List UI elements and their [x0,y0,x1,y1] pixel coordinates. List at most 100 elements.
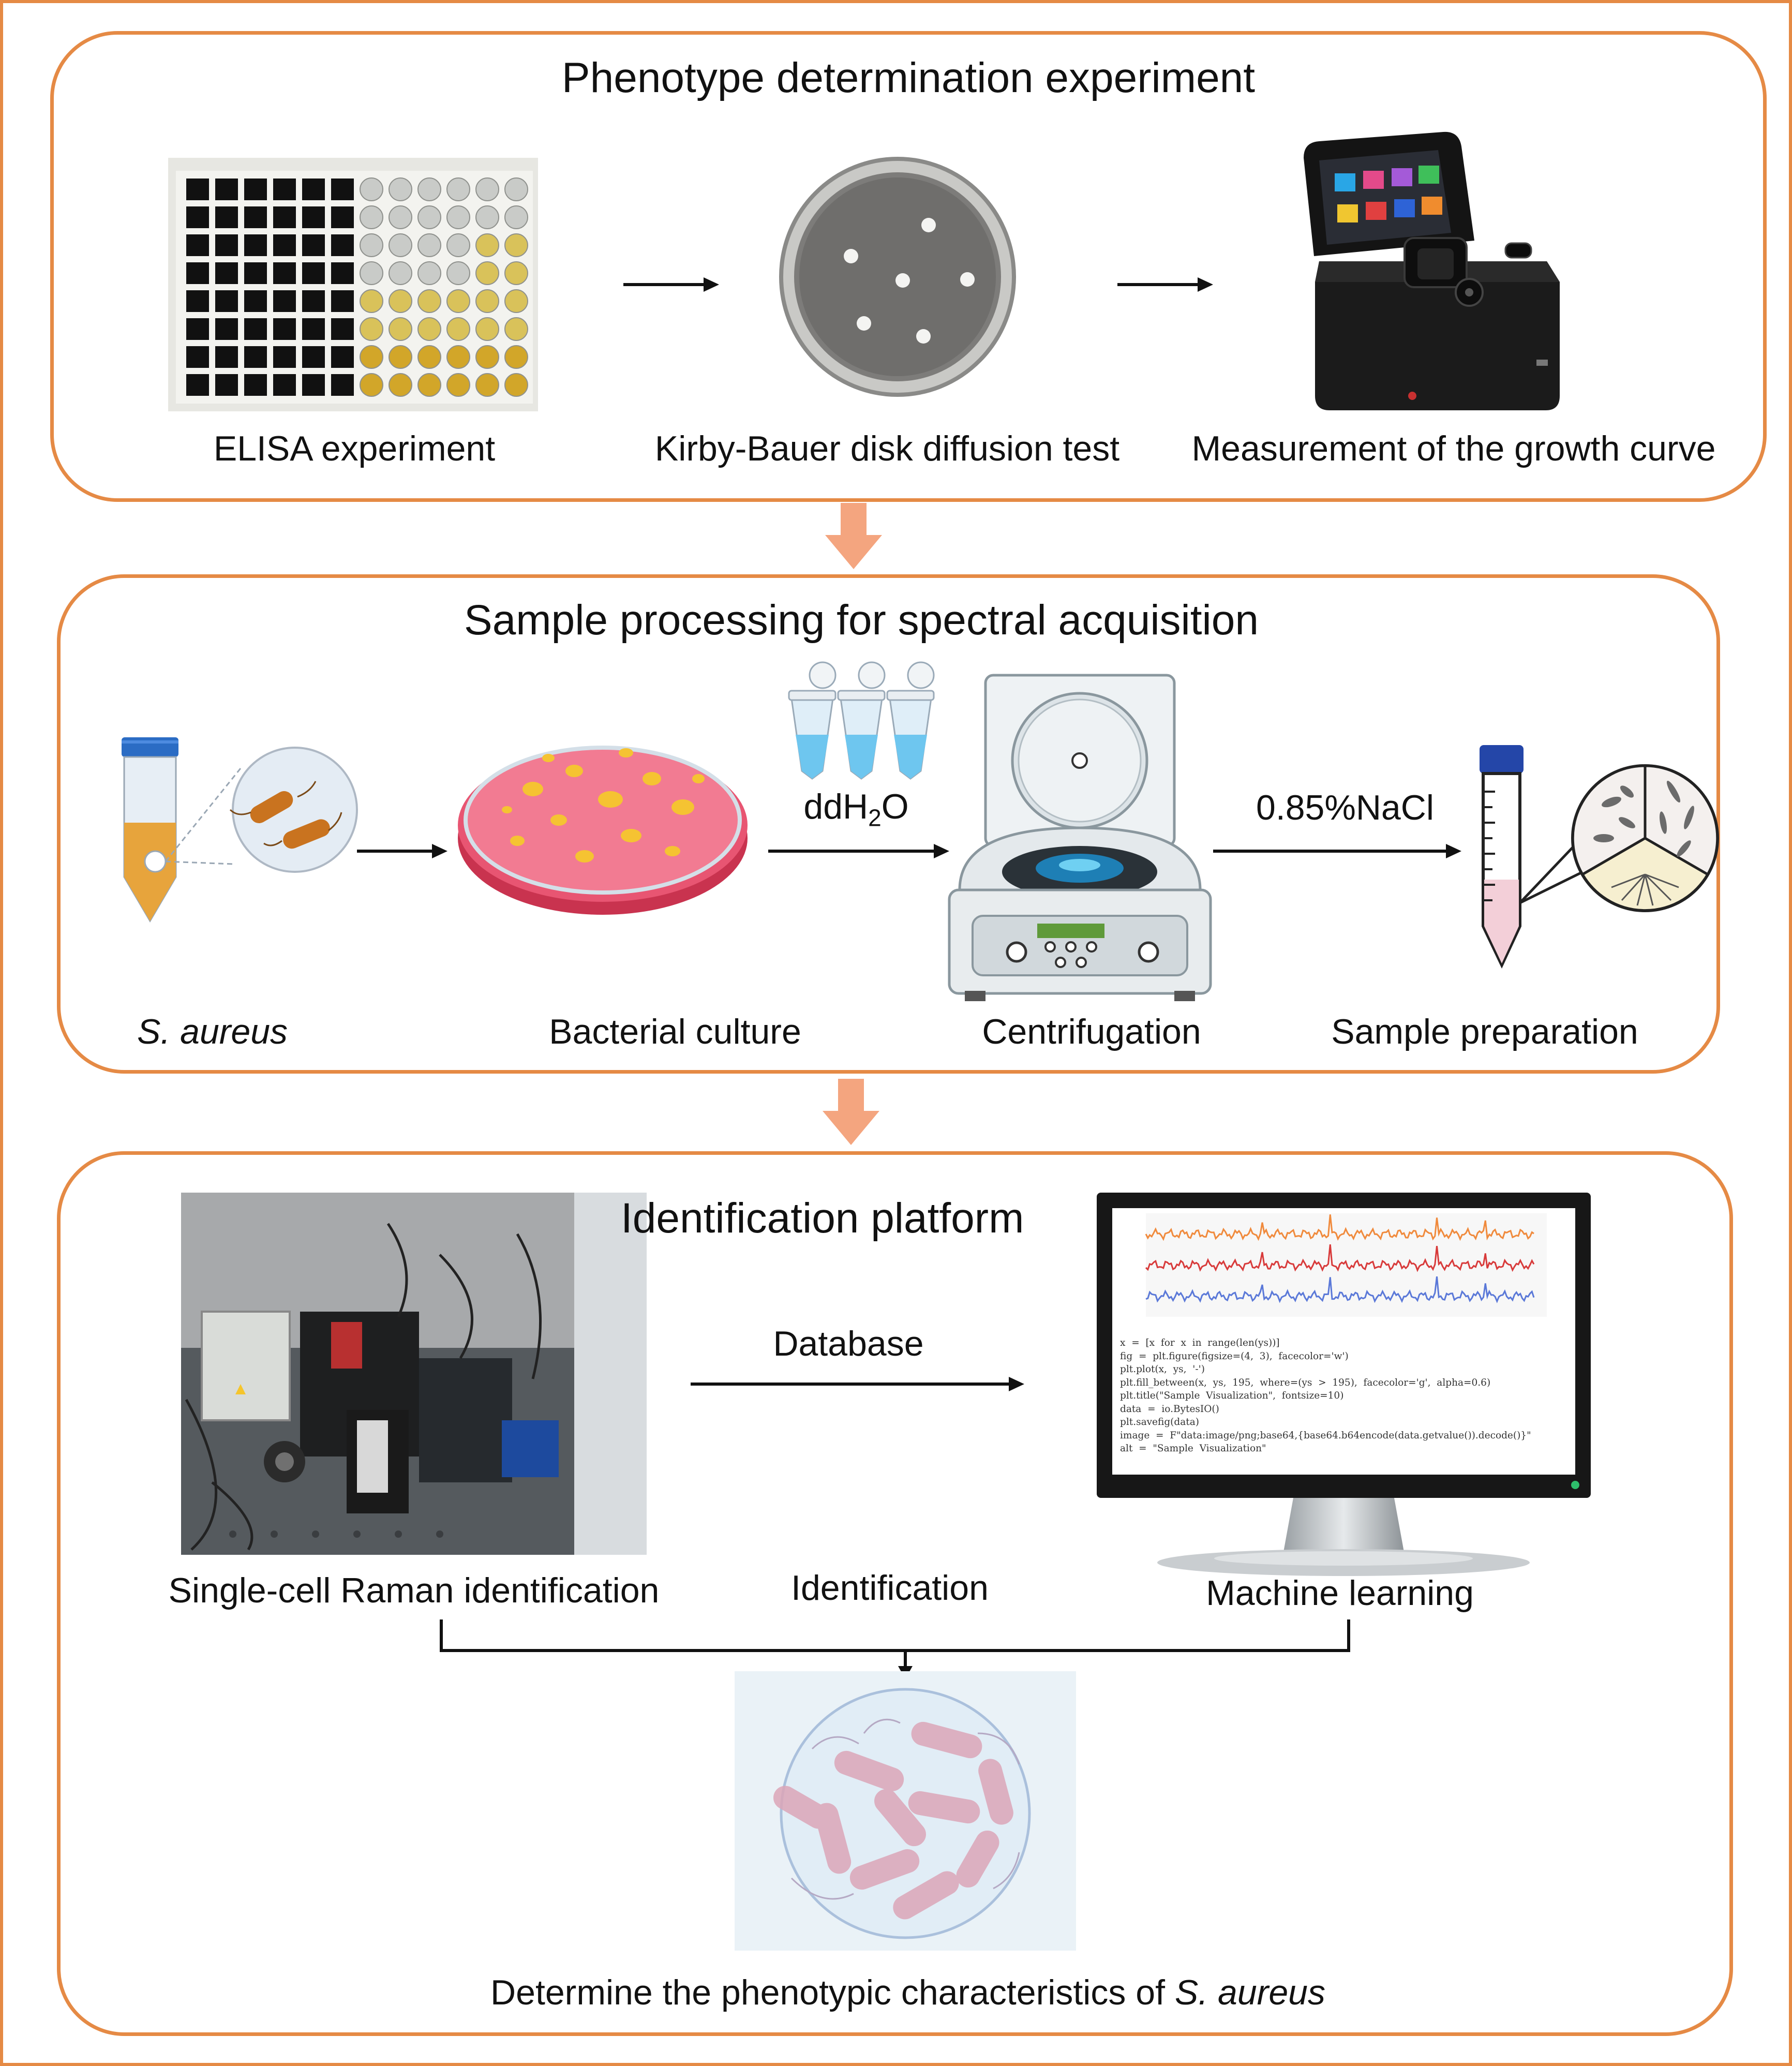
elisa-well [186,374,209,396]
elisa-well [215,262,238,284]
antibiotic-disk [916,329,931,344]
elisa-well [417,177,441,201]
arrow-kirby-to-growth [1117,277,1213,292]
code-line: data = io.BytesIO() [1120,1403,1219,1415]
label-determine-phenotype: Determine the phenotypic characteristics… [490,1973,1325,2012]
code-line: plt.fill_between(x, ys, 195, where=(ys >… [1120,1377,1491,1388]
label-organism: S. aureus [137,1012,288,1051]
elisa-well [186,206,209,228]
elisa-well [186,179,209,200]
sample-preparation-image [1480,745,1719,969]
raman-setup-photo [181,1193,647,1555]
label-bacterial-culture: Bacterial culture [549,1012,801,1051]
elisa-well [446,289,470,313]
elisa-well [389,373,412,397]
elisa-well [417,317,441,341]
elisa-well [475,233,499,257]
elisa-well [331,290,354,312]
code-block: x = [x for x in range(len(ys))]fig = plt… [1120,1336,1560,1461]
elisa-well [360,233,383,257]
elisa-well [360,177,383,201]
elisa-well [331,234,354,256]
elisa-well [475,373,499,397]
elisa-well [273,206,296,228]
elisa-well [475,289,499,313]
elisa-well [302,234,325,256]
elisa-well [389,345,412,369]
elisa-well [504,289,528,313]
flow-arrow-down-1 [825,503,882,569]
elisa-well [244,262,267,284]
centrifuge-image [948,674,1212,1001]
antibiotic-disk [960,272,975,287]
elisa-well [244,206,267,228]
elisa-well [186,346,209,368]
elisa-well [244,318,267,340]
elisa-well [417,261,441,285]
elisa-well [186,262,209,284]
elisa-well [417,205,441,229]
elisa-well [215,346,238,368]
code-line: plt.plot(x, ys, '-') [1120,1364,1205,1375]
elisa-well [504,177,528,201]
elisa-well [446,177,470,201]
spectrum-line [1145,1244,1535,1272]
arrow-culture-to-centrifuge [768,844,949,858]
elisa-well [302,290,325,312]
code-line: image = F"data:image/png;base64,{base64.… [1120,1430,1531,1441]
elisa-well [215,374,238,396]
spectra-plot [1145,1214,1535,1303]
label-reagent-nacl: 0.85%NaCl [1256,788,1434,827]
panel2-title: Sample processing for spectral acquisiti… [464,597,1259,644]
elisa-well [302,346,325,368]
elisa-well [446,233,470,257]
label-reagent-ddh2o: ddH2O [803,787,909,831]
computer-monitor-image [1097,1193,1591,1576]
elisa-well [446,205,470,229]
elisa-well [360,373,383,397]
bacteria-result-image [735,1671,1076,1951]
elisa-well [273,262,296,284]
code-line: plt.savefig(data) [1120,1417,1199,1428]
elisa-well [331,318,354,340]
elisa-well [389,261,412,285]
elisa-well [389,317,412,341]
elisa-well [389,205,412,229]
arrow-raman-to-ml [691,1377,1024,1391]
elisa-well [475,261,499,285]
label-centrifugation: Centrifugation [982,1012,1201,1051]
code-line: fig = plt.figure(figsize=(4, 3), facecol… [1120,1350,1349,1362]
elisa-plate-image [168,158,538,411]
water-tubes-icon [788,661,935,780]
elisa-well [331,374,354,396]
elisa-well [360,289,383,313]
label-kirby-bauer: Kirby-Bauer disk diffusion test [654,429,1120,468]
elisa-well [302,318,325,340]
antibiotic-disk [844,249,858,263]
elisa-well [302,262,325,284]
elisa-well [186,234,209,256]
elisa-well [475,345,499,369]
panel1-title: Phenotype determination experiment [561,54,1256,101]
elisa-well [389,289,412,313]
elisa-well [360,317,383,341]
elisa-well [360,345,383,369]
elisa-well [302,179,325,200]
elisa-well [273,234,296,256]
elisa-well [244,179,267,200]
elisa-well [504,261,528,285]
elisa-well [186,290,209,312]
label-database: Database [773,1324,924,1363]
elisa-well [215,234,238,256]
arrow-centrifuge-to-preparation [1213,844,1461,858]
elisa-well [446,317,470,341]
elisa-well [417,289,441,313]
antibiotic-disk [857,316,871,331]
elisa-well [215,290,238,312]
antibiotic-disk [895,273,910,288]
elisa-well [331,346,354,368]
elisa-well [273,318,296,340]
elisa-well [504,233,528,257]
label-growth-curve: Measurement of the growth curve [1191,429,1716,468]
elisa-well [389,177,412,201]
